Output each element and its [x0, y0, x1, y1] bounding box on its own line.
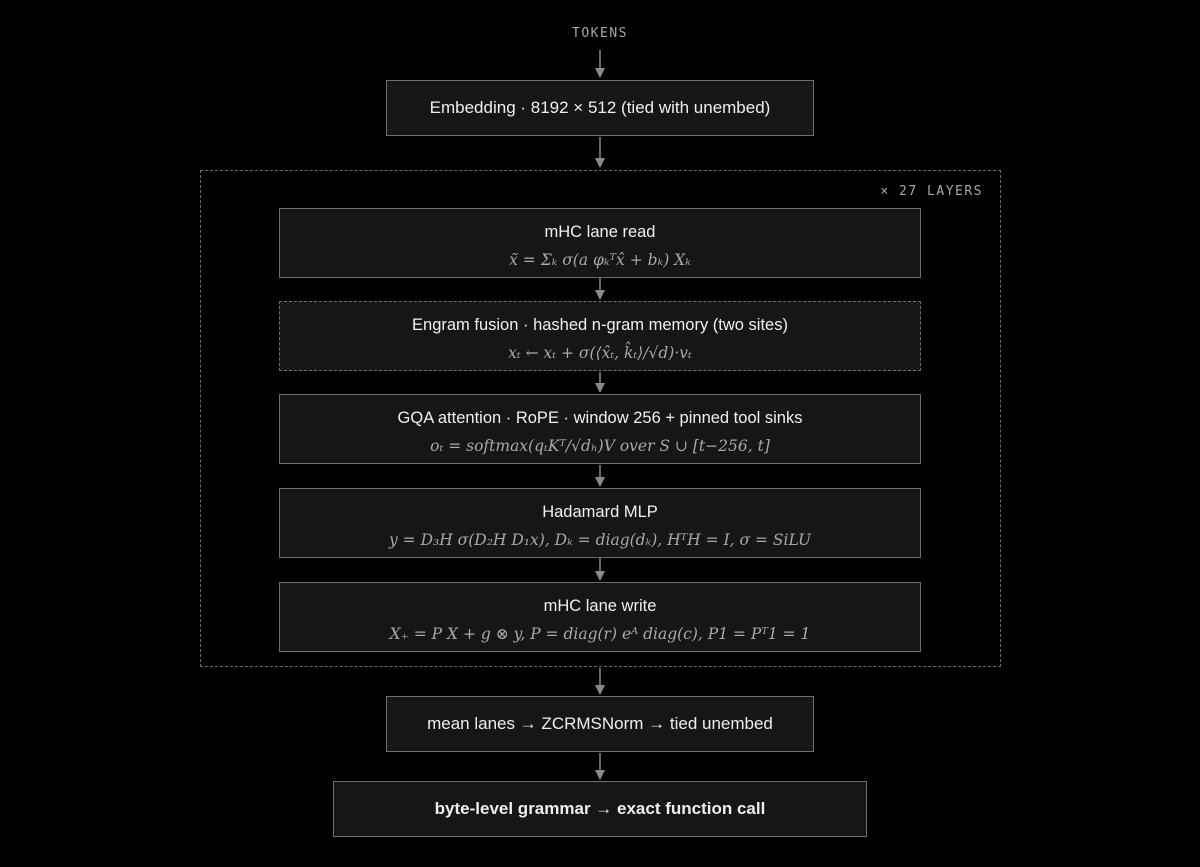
gqa-attention-block: GQA attention · RoPE · window 256 + pinn…	[279, 394, 921, 464]
mhc-lane-read-block: mHC lane read x̃ = Σₖ σ(a φₖᵀx̂ + bₖ) Xₖ	[279, 208, 921, 278]
final-label: byte-level grammar → exact function call	[434, 799, 766, 818]
layers-group	[200, 170, 1001, 667]
block-title: Hadamard MLP	[542, 503, 658, 521]
output-box: mean lanes → ZCRMSNorm → tied unembed	[386, 696, 814, 752]
block-formula: X₊ = P X + g ⊗ y, P = diag(r) eᴬ diag(c)…	[389, 625, 811, 643]
block-formula: x̃ = Σₖ σ(a φₖᵀx̂ + bₖ) Xₖ	[509, 251, 691, 269]
layers-repeat-label: × 27 LAYERS	[880, 184, 983, 199]
hadamard-mlp-block: Hadamard MLP y = D₃H σ(D₂H D₁x), Dₖ = di…	[279, 488, 921, 558]
block-title: Engram fusion · hashed n-gram memory (tw…	[412, 316, 788, 334]
embedding-label: Embedding · 8192 × 512 (tied with unembe…	[429, 98, 771, 117]
engram-fusion-block: Engram fusion · hashed n-gram memory (tw…	[279, 301, 921, 371]
block-title: mHC lane write	[543, 597, 657, 615]
block-formula: oₜ = softmax(qₜKᵀ/√dₕ)V over S ∪ [t−256,…	[430, 437, 770, 455]
final-box: byte-level grammar → exact function call	[333, 781, 867, 837]
block-formula: xₜ ← xₜ + σ(⟨x̂ₜ, k̂ₜ⟩/√d)·vₜ	[508, 344, 692, 362]
block-formula: y = D₃H σ(D₂H D₁x), Dₖ = diag(dₖ), HᵀH =…	[388, 531, 812, 549]
output-label: mean lanes → ZCRMSNorm → tied unembed	[427, 714, 773, 733]
embedding-box: Embedding · 8192 × 512 (tied with unembe…	[386, 80, 814, 136]
mhc-lane-write-block: mHC lane write X₊ = P X + g ⊗ y, P = dia…	[279, 582, 921, 652]
tokens-label: TOKENS	[572, 26, 628, 41]
block-title: mHC lane read	[544, 223, 656, 241]
block-title: GQA attention · RoPE · window 256 + pinn…	[397, 409, 803, 427]
